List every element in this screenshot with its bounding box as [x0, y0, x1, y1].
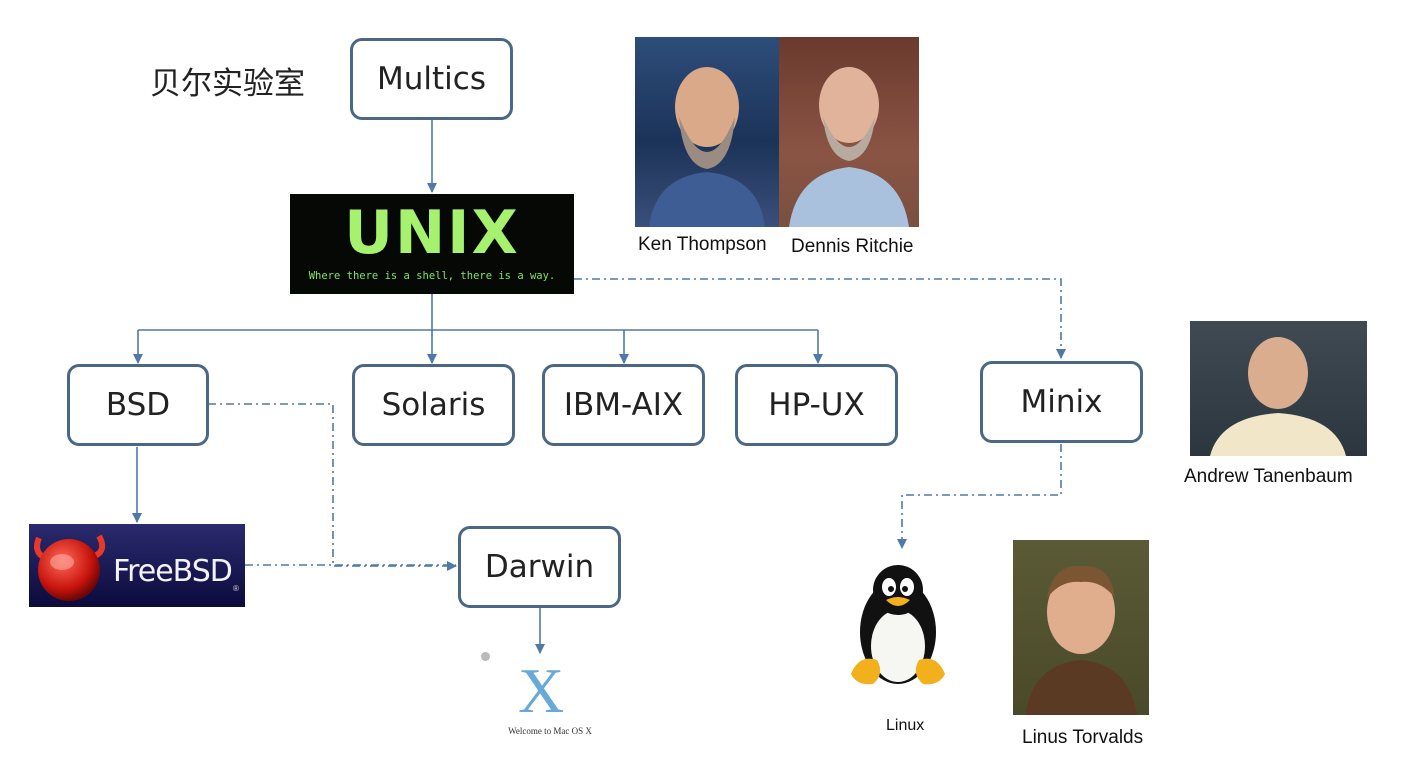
- macosx-x-letter: X: [518, 655, 565, 726]
- dashed-bsd-darwin: [208, 403, 457, 571]
- dashed-unix-minix: [574, 278, 1066, 359]
- bell-labs-title: 贝尔实验室: [150, 66, 305, 102]
- linus-torvalds-portrait: [1025, 565, 1137, 715]
- ken-thompson-photo: [635, 37, 779, 227]
- node-ibm-aix: IBM-AIX: [542, 364, 705, 446]
- freebsd-daemon-icon: [34, 534, 106, 601]
- node-multics: Multics: [350, 38, 513, 120]
- unix-title: UNIX: [344, 198, 520, 268]
- freebsd-logo: FreeBSD ®: [29, 524, 245, 607]
- node-hp-ux: HP-UX: [735, 364, 898, 446]
- node-darwin: Darwin: [458, 526, 621, 608]
- ken-thompson-portrait: [649, 67, 765, 227]
- tux-penguin-icon: [851, 565, 945, 685]
- andrew-tanenbaum-photo: [1190, 321, 1367, 456]
- node-solaris: Solaris: [352, 364, 515, 446]
- registered-mark: ®: [233, 584, 239, 593]
- apple-icon: [481, 652, 490, 661]
- linus-torvalds-photo: [1013, 540, 1149, 715]
- freebsd-wordmark: FreeBSD: [113, 554, 233, 589]
- unix-tagline: Where there is a shell, there is a way.: [308, 270, 556, 282]
- unix-logo: UNIX Where there is a shell, there is a …: [290, 194, 574, 294]
- macosx-caption: Welcome to Mac OS X: [508, 726, 592, 736]
- andrew-tanenbaum-caption: Andrew Tanenbaum: [1184, 466, 1353, 487]
- linus-torvalds-caption: Linus Torvalds: [1022, 727, 1144, 748]
- dennis-ritchie-portrait: [789, 67, 909, 227]
- linux-label: Linux: [886, 717, 925, 734]
- ken-thompson-caption: Ken Thompson: [638, 234, 767, 255]
- dashed-minix-linux: [897, 444, 1062, 549]
- node-bsd: BSD: [67, 364, 209, 446]
- dennis-ritchie-photo: [779, 37, 919, 227]
- node-minix: Minix: [980, 361, 1143, 443]
- andrew-tanenbaum-portrait: [1210, 337, 1346, 456]
- macosx-logo: X Welcome to Mac OS X: [481, 652, 605, 745]
- dennis-ritchie-caption: Dennis Ritchie: [791, 236, 914, 257]
